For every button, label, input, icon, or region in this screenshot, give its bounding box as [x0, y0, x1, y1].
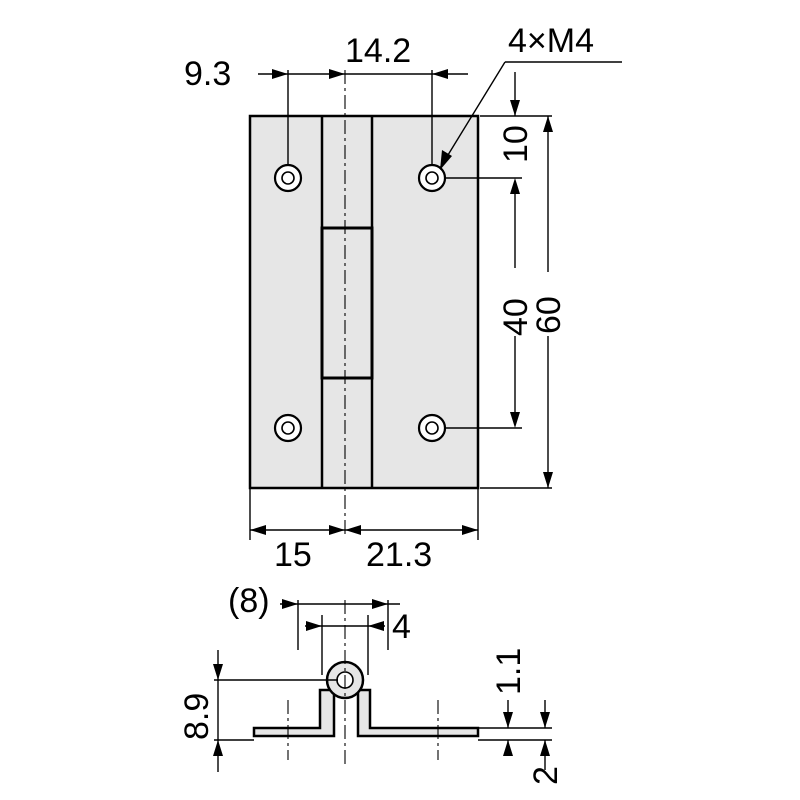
hinge-side-view	[252, 600, 480, 765]
mounting-hole-top-left	[273, 163, 303, 193]
dim-knuckle-inner: 4	[392, 608, 411, 646]
dim-depth-group: 8.9	[178, 650, 338, 772]
dim-hole-spacing-horizontal: 14.2	[345, 32, 411, 70]
dim-hole-spacing-vertical: 40	[497, 298, 535, 336]
dim-hole-edge-distance: 10	[497, 125, 535, 163]
knuckle-segment	[320, 226, 374, 380]
mounting-hole-bottom-left	[273, 413, 303, 443]
dim-knuckle-group: (8) 4	[228, 582, 411, 675]
side-leaf-right	[356, 688, 480, 738]
dim-thickness-group: 1.1 2	[478, 648, 565, 785]
side-leaf-left	[252, 688, 336, 738]
screw-callout-group: 4×M4	[439, 22, 622, 170]
hinge-front-view	[248, 70, 480, 535]
screw-callout: 4×M4	[508, 22, 594, 60]
dim-width-group: 15 21.3	[249, 488, 479, 574]
dim-right-leaf-width: 21.3	[366, 536, 432, 574]
mounting-hole-bottom-right	[417, 413, 447, 443]
mounting-hole-top-right	[417, 163, 447, 193]
dim-total-height: 60	[530, 296, 568, 334]
dim-base-offset: 2	[527, 766, 565, 785]
dim-vertical-group: 10 40 60	[445, 72, 568, 489]
dim-hole-offset-group: 9.3 14.2	[184, 32, 468, 165]
dim-total-depth: 8.9	[178, 693, 216, 740]
dim-thickness: 1.1	[490, 648, 528, 695]
dim-hole-offset: 9.3	[184, 55, 231, 93]
dim-knuckle-outer: (8)	[228, 582, 270, 620]
dim-left-leaf-width: 15	[274, 536, 312, 574]
